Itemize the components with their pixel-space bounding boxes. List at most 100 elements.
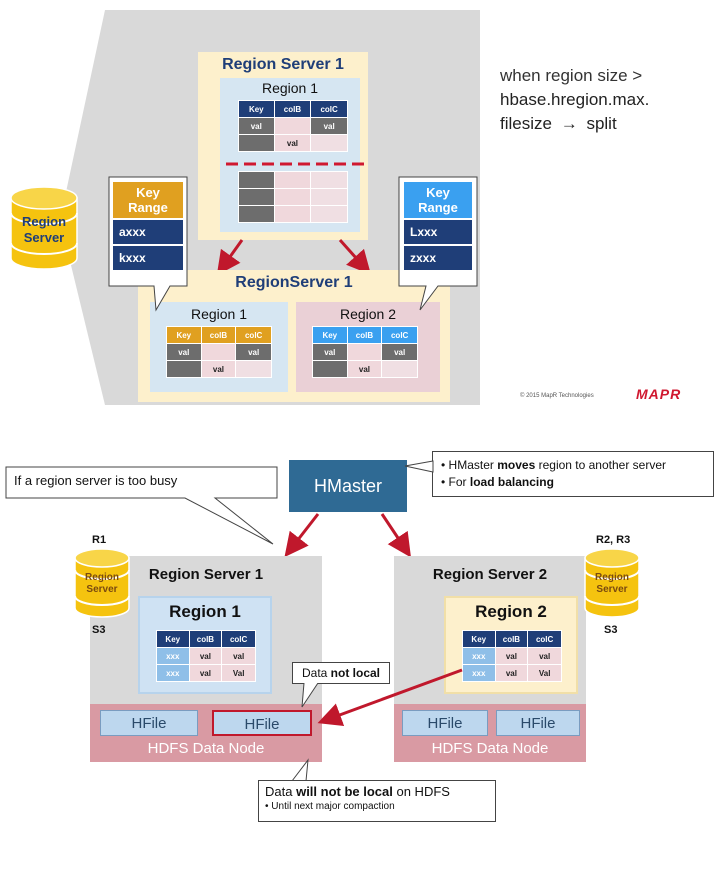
region-1-split-table: Key colB colC val val val [166, 326, 272, 378]
cell: val [494, 647, 529, 665]
hmaster-note-pointer [404, 460, 434, 473]
hdfs-data-node-2-label: HDFS Data Node [431, 740, 549, 757]
region-2-bottom-title: Region 2 [475, 602, 547, 621]
split-line [226, 162, 366, 166]
split-arrows [216, 239, 371, 276]
header-colb: colB [273, 100, 312, 118]
cell [238, 134, 275, 152]
cell [273, 117, 312, 135]
region-1-bottom-table: Key colB colC xxx val val xxx val Val [156, 630, 256, 682]
cell [273, 188, 312, 206]
region-1-table: Key colB colC val val val [238, 100, 348, 152]
cell: val [238, 117, 275, 135]
hmaster-note-bullet-2: • For load balancing [441, 475, 554, 489]
header-colc: colC [527, 630, 562, 648]
cell [310, 134, 348, 152]
cell: val [527, 647, 562, 665]
hfile-2a: HFile [402, 710, 488, 736]
region-server-label: Region Server [21, 214, 67, 245]
hfile-1a: HFile [100, 710, 198, 736]
cell [312, 360, 348, 378]
cell [273, 171, 312, 189]
header-colc: colC [221, 630, 256, 648]
header-colb: colB [346, 326, 383, 344]
header-colc: colC [310, 100, 348, 118]
header-key: Key [238, 100, 275, 118]
r1-label: R1 [92, 534, 107, 546]
copyright: © 2015 MapR Technologies [520, 393, 594, 399]
busy-callout: If a region server is too busy [14, 473, 178, 488]
region-1-split-title: Region 1 [190, 306, 248, 322]
cell: xxx [462, 664, 496, 682]
region-2-split-table: Key colB colC val val val [312, 326, 418, 378]
cell [238, 171, 275, 189]
data-not-local-pointer [301, 683, 319, 708]
cell: val [310, 117, 348, 135]
cell: xxx [156, 647, 190, 665]
hfile-2b: HFile [496, 710, 580, 736]
cell: Val [527, 664, 562, 682]
cell [238, 188, 275, 206]
will-not-local-pointer [291, 758, 309, 782]
busy-callout-shape [5, 466, 278, 545]
cell: val [188, 647, 223, 665]
s3-left-label: S3 [92, 624, 106, 636]
will-not-local-callout: Data will not be local on HDFS • Until n… [258, 780, 496, 822]
header-colb: colB [494, 630, 529, 648]
s3-right-label: S3 [604, 624, 618, 636]
region-server-1-title: Region Server 1 [222, 56, 344, 73]
split-note-line3: filesize → split [500, 114, 617, 133]
move-region-arrow [317, 668, 463, 727]
hmaster-arrows [284, 513, 411, 558]
cell [310, 188, 348, 206]
data-not-local-callout: Data not local [292, 662, 390, 684]
region-server-1-cylinder-icon [74, 548, 130, 618]
header-colc: colC [235, 326, 272, 344]
split-note-line2: hbase.hregion.max. [500, 90, 650, 109]
cell: val [200, 360, 237, 378]
cell: val [312, 343, 348, 361]
cell: xxx [156, 664, 190, 682]
key-range-right-start: Lxxx [404, 220, 472, 244]
hmaster-box: HMaster [289, 460, 407, 512]
header-key: Key [312, 326, 348, 344]
hmaster-note-bullet-1: • HMaster moves region to another server [441, 458, 667, 472]
cell [200, 343, 237, 361]
header-key: Key [156, 630, 190, 648]
region-2-split-title: Region 2 [339, 306, 397, 322]
until-compaction-note: • Until next major compaction [265, 801, 395, 812]
cell: val [494, 664, 529, 682]
cell [310, 171, 348, 189]
cell [381, 360, 418, 378]
cell [166, 360, 202, 378]
cell: val [166, 343, 202, 361]
region-server-cylinder-icon [10, 186, 78, 270]
split-note: when region size > hbase.hregion.max. fi… [500, 64, 710, 136]
header-key: Key [166, 326, 202, 344]
cell: xxx [462, 647, 496, 665]
key-range-left-end: kxxx [113, 246, 183, 270]
header-colc: colC [381, 326, 418, 344]
regionserver-1-title: RegionServer 1 [235, 274, 353, 291]
cell: val [346, 360, 383, 378]
cell: val [235, 343, 272, 361]
cell: val [381, 343, 418, 361]
header-colb: colB [200, 326, 237, 344]
cell: val [188, 664, 223, 682]
header-key: Key [462, 630, 496, 648]
mapr-logo: MAPR [636, 386, 682, 402]
region-server-2-bottom-title: Region Server 2 [432, 566, 548, 583]
key-range-left-start: axxx [113, 220, 183, 244]
hmaster-note: • HMaster moves region to another server… [432, 451, 714, 497]
hdfs-data-node-1-label: HDFS Data Node [147, 740, 265, 757]
cell [235, 360, 272, 378]
region-1-bottom-title: Region 1 [169, 602, 241, 621]
split-note-line1: when region size > [500, 66, 643, 85]
key-range-right-end: zxxx [404, 246, 472, 270]
cell: Val [221, 664, 256, 682]
